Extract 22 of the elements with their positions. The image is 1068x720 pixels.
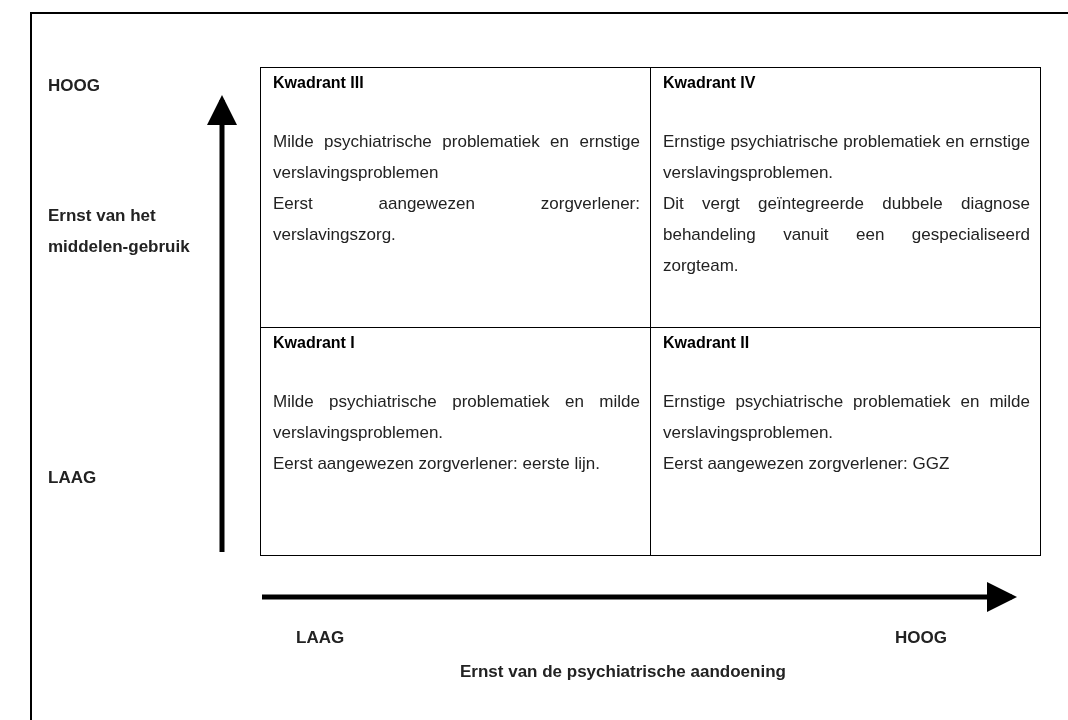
axis-title: Ernst van de psychiatrische aandoening: [460, 661, 786, 683]
axis-title: Ernst van het middelen-gebruik: [48, 205, 191, 258]
quadrant-description: Ernstige psychiatrische problematiek en milde verslavingsproblemen.: [663, 391, 1030, 444]
quadrant-panel: [650, 327, 1041, 556]
axis-end-label: LAAG: [296, 627, 345, 649]
axis-end-label: HOOG: [895, 627, 947, 649]
quadrant-description: Milde psychiatrische problematiek en milde verslavingsproblemen.: [273, 391, 640, 444]
quadrant-heading: Kwadrant I: [273, 334, 356, 352]
quadrant-heading: Kwadrant II: [663, 334, 751, 352]
axis-end-label: HOOG: [48, 75, 100, 97]
quadrant-description: Eerst aangewezen zorgverlener: eerste lijn.: [273, 453, 601, 475]
axis-end-label: LAAG: [48, 467, 97, 489]
quadrant-description: Ernstige psychiatrische problematiek en ernstige verslavingsproblemen.: [663, 131, 1030, 184]
quadrant-heading: Kwadrant III: [273, 74, 365, 92]
quadrant-panel: [260, 327, 651, 556]
quadrant-description: Eerst aangewezen zorgverlener: verslavingszorg.: [273, 193, 640, 246]
quadrant-description: Dit vergt geïntegreerde dubbele diagnose behandeling vanuit een gespecialiseerd zorgteam.: [663, 193, 1030, 277]
quadrant-panel: [260, 67, 651, 328]
quadrant-panel: [650, 67, 1041, 328]
quadrant-description: Milde psychiatrische problematiek en ernstige verslavingsproblemen: [273, 131, 640, 184]
quadrant-heading: Kwadrant IV: [663, 74, 757, 92]
quadrant-description: Eerst aangewezen zorgverlener: GGZ: [663, 453, 951, 475]
